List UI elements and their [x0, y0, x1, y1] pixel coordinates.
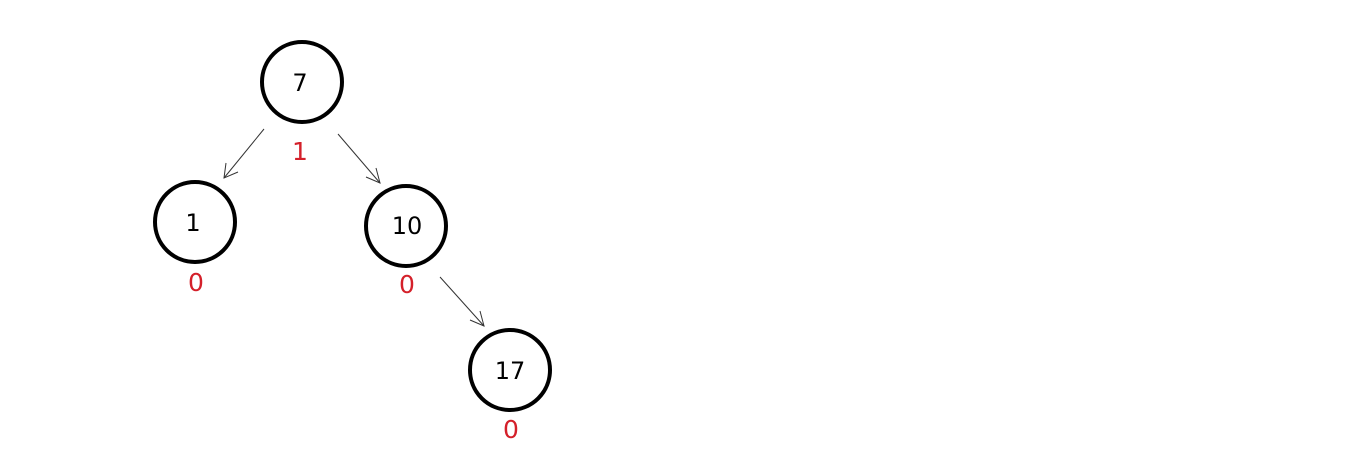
node-circle — [260, 40, 344, 124]
node-key: 10 — [392, 212, 423, 240]
node-key: 17 — [495, 357, 526, 385]
node-circle — [153, 180, 237, 264]
tree-node-17: 17 0 — [468, 328, 552, 444]
edge-10-to-17 — [439, 276, 485, 327]
node-circle — [468, 328, 552, 412]
tree-node-10: 10 0 — [364, 184, 448, 299]
balance-factor: 0 — [188, 268, 204, 297]
tree-node-1: 1 0 — [153, 180, 237, 297]
node-key: 7 — [292, 69, 307, 97]
edge-7-to-10 — [337, 133, 381, 184]
node-circle — [364, 184, 448, 268]
balance-factor: 0 — [399, 270, 415, 299]
node-key: 1 — [185, 209, 200, 237]
balance-factor: 0 — [503, 415, 519, 444]
balance-factor: 1 — [292, 137, 308, 166]
edge-7-to-1 — [223, 128, 265, 179]
tree-node-7: 7 1 — [260, 40, 344, 166]
